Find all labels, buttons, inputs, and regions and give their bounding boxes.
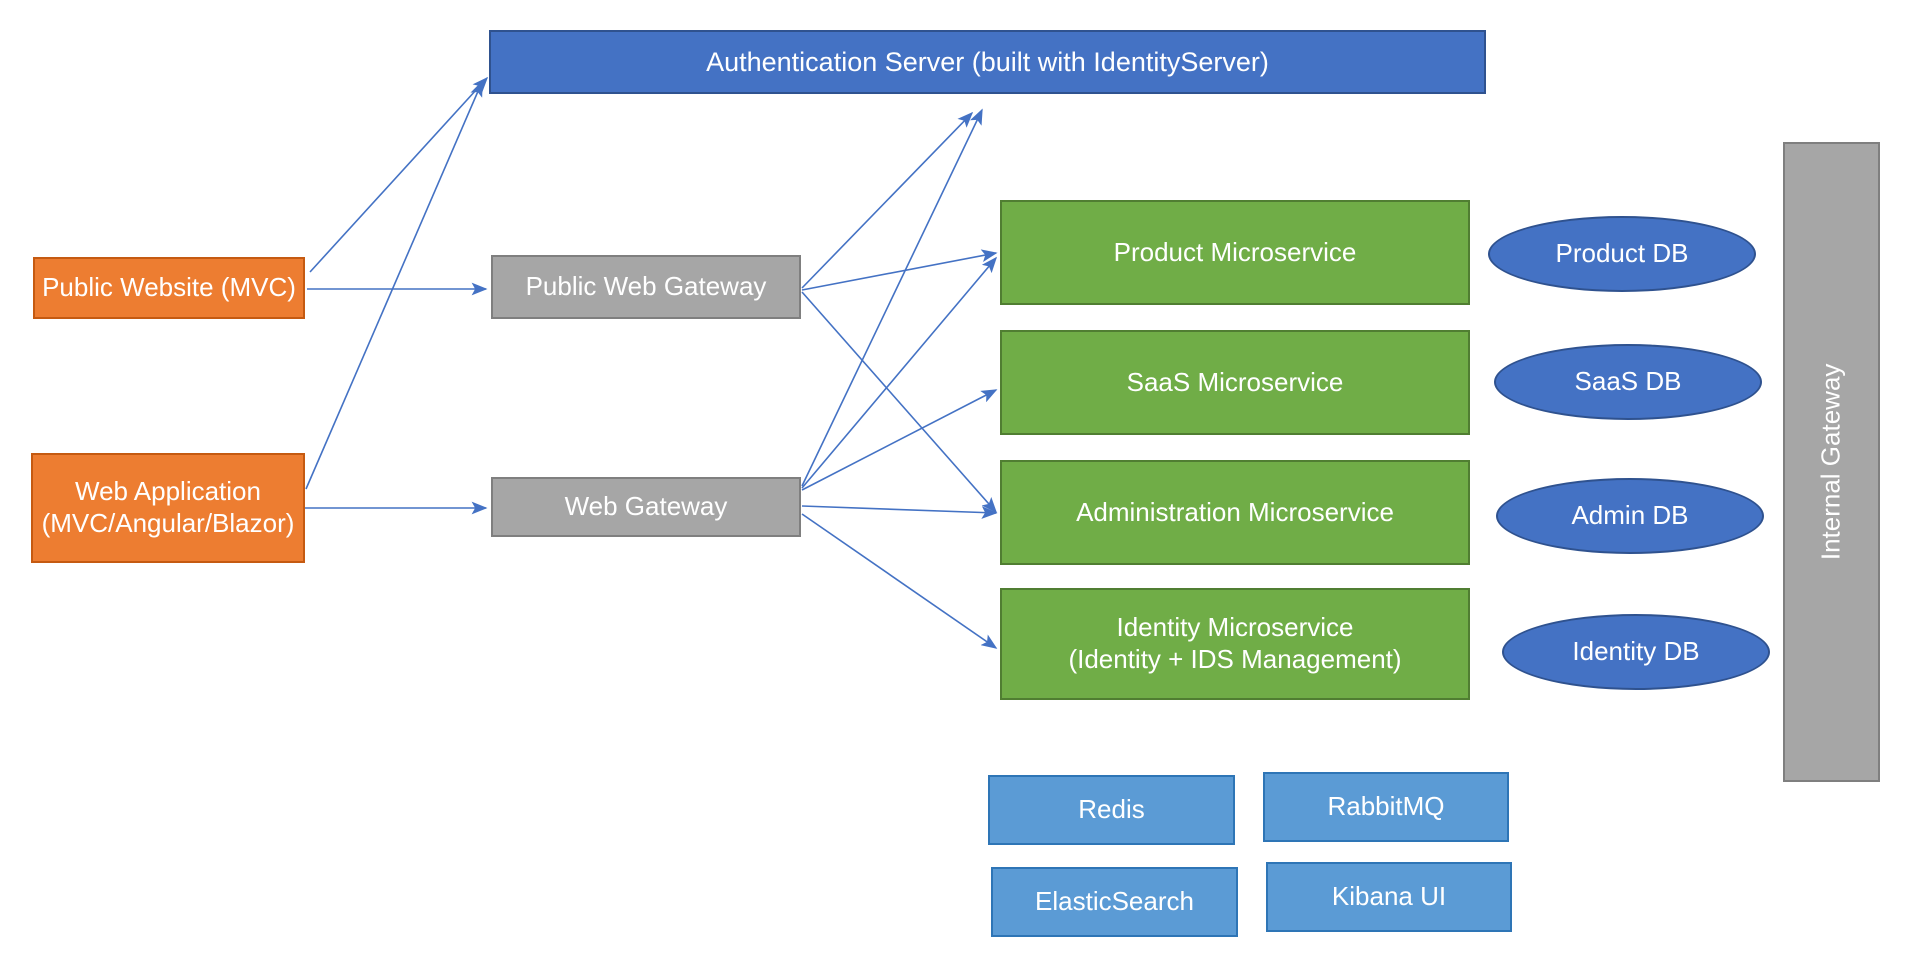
infrastructure-node-rabbitmq[interactable]: RabbitMQ: [1263, 772, 1509, 842]
gateway-node-public-web-gateway[interactable]: Public Web Gateway: [491, 255, 801, 319]
arrow-public-web-gateway-to-auth-server: [801, 111, 974, 289]
internal-gateway-label: Internal Gateway: [1815, 363, 1846, 561]
database-label-admin: Admin DB: [1571, 500, 1689, 531]
auth-server-node[interactable]: Authentication Server (built with Identi…: [489, 30, 1486, 94]
arrow-public-web-gateway-to-product-microservice: [801, 249, 998, 291]
arrow-web-gateway-to-administration-microservice: [801, 505, 998, 519]
arrow-web-gateway-to-product-microservice: [801, 256, 998, 489]
arrow-web-gateway-to-auth-server: [801, 108, 983, 487]
arrow-public-web-gateway-to-administration-microservice: [801, 291, 998, 514]
internal-gateway-node[interactable]: Internal Gateway: [1783, 142, 1880, 782]
database-label-saas: SaaS DB: [1574, 366, 1682, 397]
arrow-public-website-to-auth-server: [309, 76, 489, 273]
microservice-label-administration: Administration Microservice: [1076, 496, 1394, 527]
microservice-label-saas: SaaS Microservice: [1126, 366, 1344, 397]
database-node-product[interactable]: Product DB: [1488, 216, 1756, 292]
arrow-web-gateway-to-identity-microservice: [801, 513, 998, 649]
database-label-product: Product DB: [1555, 238, 1689, 269]
microservice-node-saas[interactable]: SaaS Microservice: [1000, 330, 1470, 435]
auth-server-label: Authentication Server (built with Identi…: [706, 46, 1269, 77]
microservice-node-identity[interactable]: Identity Microservice (Identity + IDS Ma…: [1000, 588, 1470, 700]
client-label-public-website: Public Website (MVC): [42, 272, 296, 303]
client-label-web-application: Web Application (MVC/Angular/Blazor): [41, 476, 295, 538]
database-node-identity[interactable]: Identity DB: [1502, 614, 1770, 690]
infrastructure-label-kibana-ui: Kibana UI: [1331, 881, 1447, 912]
gateway-node-web-gateway[interactable]: Web Gateway: [491, 477, 801, 537]
infrastructure-node-elasticsearch[interactable]: ElasticSearch: [991, 867, 1238, 937]
gateway-label-public-web-gateway: Public Web Gateway: [525, 271, 767, 302]
gateway-label-web-gateway: Web Gateway: [564, 491, 728, 522]
microservice-label-product: Product Microservice: [1113, 236, 1357, 267]
infrastructure-label-rabbitmq: RabbitMQ: [1327, 791, 1445, 822]
database-label-identity: Identity DB: [1572, 636, 1700, 667]
client-node-web-application[interactable]: Web Application (MVC/Angular/Blazor): [31, 453, 305, 563]
arrow-web-application-to-auth-server: [305, 80, 483, 490]
infrastructure-node-kibana-ui[interactable]: Kibana UI: [1266, 862, 1512, 932]
infrastructure-label-elasticsearch: ElasticSearch: [1035, 886, 1194, 917]
infrastructure-node-redis[interactable]: Redis: [988, 775, 1235, 845]
microservice-node-administration[interactable]: Administration Microservice: [1000, 460, 1470, 565]
microservice-node-product[interactable]: Product Microservice: [1000, 200, 1470, 305]
client-node-public-website[interactable]: Public Website (MVC): [33, 257, 305, 319]
infrastructure-label-redis: Redis: [1078, 794, 1145, 825]
database-node-admin[interactable]: Admin DB: [1496, 478, 1764, 554]
microservice-label-identity: Identity Microservice (Identity + IDS Ma…: [1068, 612, 1402, 674]
database-node-saas[interactable]: SaaS DB: [1494, 344, 1762, 420]
arrow-web-gateway-to-saas-microservice: [801, 389, 998, 491]
